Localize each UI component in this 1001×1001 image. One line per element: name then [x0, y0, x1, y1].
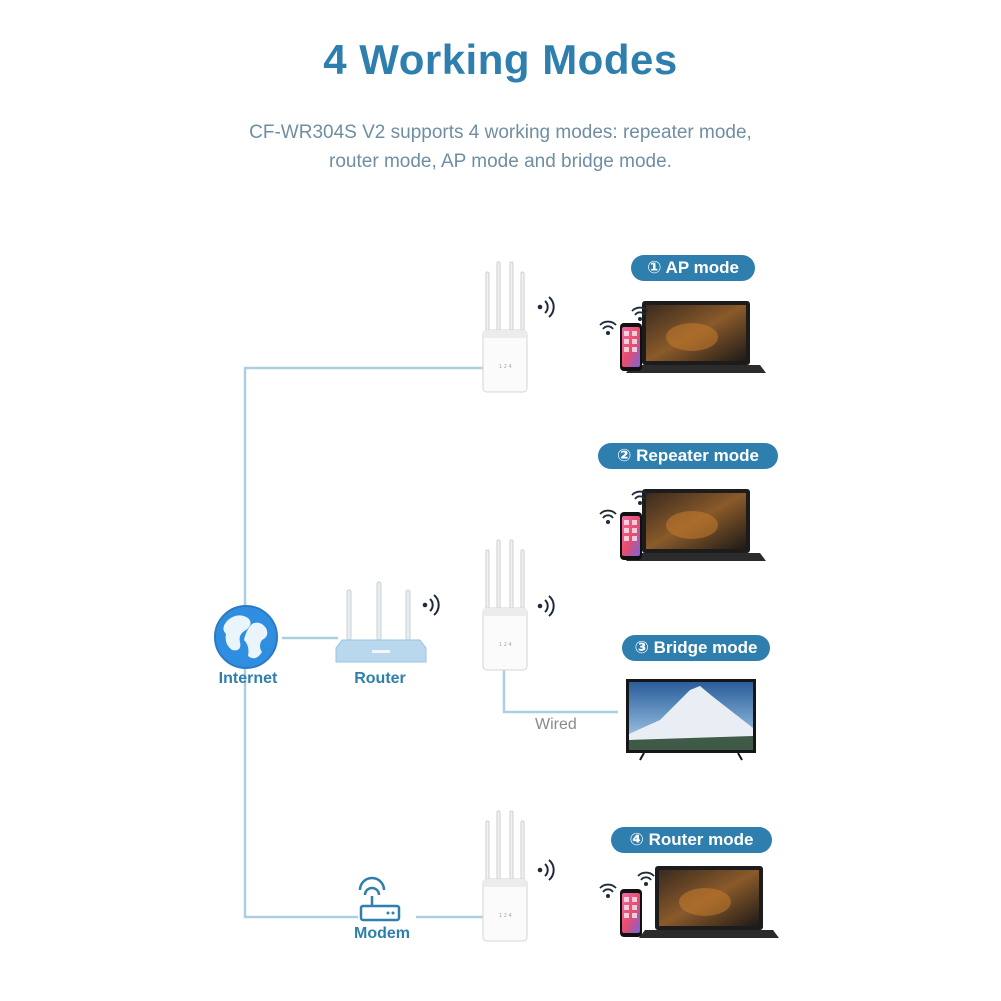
router-label: Router	[354, 670, 406, 687]
subtitle-line: router mode, AP mode and bridge mode.	[329, 151, 672, 172]
repeater-icon	[482, 539, 528, 671]
phone-icon	[620, 512, 642, 560]
laptop-icon	[626, 301, 766, 373]
laptop-icon	[626, 489, 766, 561]
wifi-signal-icon	[421, 594, 440, 616]
laptop-icon	[639, 866, 779, 938]
wifi-signal-icon	[536, 296, 555, 318]
wired-label: Wired	[535, 716, 577, 733]
wifi-signal-icon	[637, 871, 655, 887]
wifi-signal-icon	[599, 320, 617, 336]
mode-label-bridge: ③ Bridge mode	[622, 635, 770, 661]
repeater-icon	[482, 810, 528, 942]
modem-icon	[358, 876, 401, 922]
globe-icon	[214, 605, 278, 669]
phone-icon	[620, 323, 642, 371]
wifi-signal-icon	[536, 859, 555, 881]
subtitle-line: CF-WR304S V2 supports 4 working modes: r…	[249, 122, 752, 143]
wifi-signal-icon	[536, 595, 555, 617]
tv-icon	[626, 679, 756, 761]
phone-icon	[620, 889, 642, 937]
internet-label: Internet	[218, 670, 278, 687]
repeater-icon	[482, 261, 528, 393]
connection-lines	[243, 366, 618, 919]
mode-label-router: ④ Router mode	[611, 827, 772, 853]
router-icon	[335, 581, 427, 663]
modem-label: Modem	[354, 925, 410, 942]
wifi-signal-icon	[599, 509, 617, 525]
mode-label-repeater: ② Repeater mode	[598, 443, 778, 469]
mode-label-ap: ① AP mode	[631, 255, 755, 281]
wifi-signal-icon	[599, 883, 617, 899]
page-title: 4 Working Modes	[323, 36, 678, 83]
page-subtitle: CF-WR304S V2 supports 4 working modes: r…	[200, 118, 801, 176]
